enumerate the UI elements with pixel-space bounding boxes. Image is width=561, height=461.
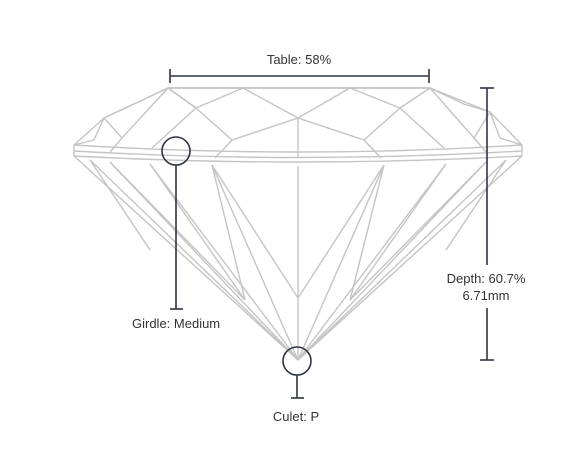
pavilion-facets bbox=[89, 159, 507, 361]
crown-facets bbox=[73, 87, 523, 159]
dimension-markers bbox=[161, 69, 494, 399]
culet-marker bbox=[282, 346, 312, 399]
depth-bracket bbox=[480, 87, 494, 361]
depth-label: Depth: 60.7% 6.71mm bbox=[438, 270, 534, 304]
table-bracket bbox=[169, 69, 430, 83]
diamond-drawing bbox=[73, 87, 523, 361]
girdle-marker bbox=[161, 136, 191, 310]
culet-label: Culet: P bbox=[272, 409, 320, 424]
table-label: Table: 58% bbox=[266, 52, 332, 67]
girdle-label: Girdle: Medium bbox=[132, 316, 221, 331]
depth-percent-label: Depth: 60.7% bbox=[446, 271, 526, 286]
depth-mm-label: 6.71mm bbox=[462, 288, 510, 303]
